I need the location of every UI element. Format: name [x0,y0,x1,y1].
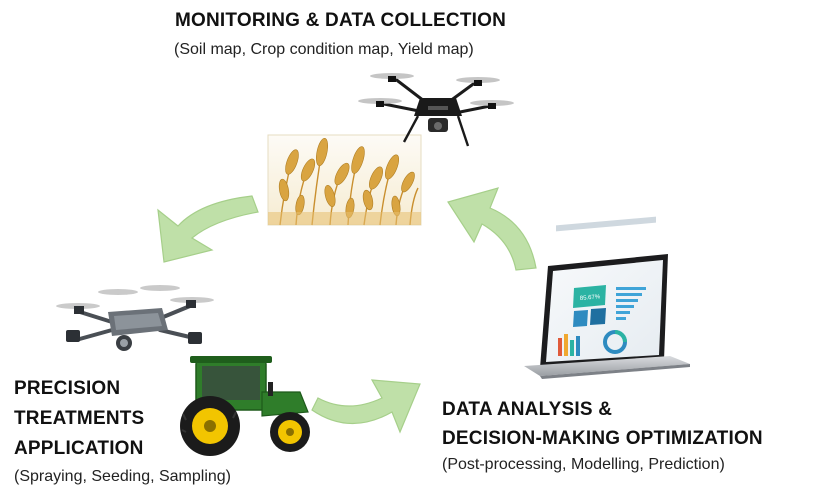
tractor-icon [180,356,310,456]
analysis-title-line-2: DECISION-MAKING OPTIMIZATION [442,428,763,449]
precision-title-line-2: TREATMENTS [14,408,145,429]
monitoring-title: MONITORING & DATA COLLECTION [175,10,507,31]
precision-title-line-3: APPLICATION [14,438,144,459]
screen-kpi-value: 85.67% [580,294,601,302]
analysis-subtitle: (Post-processing, Modelling, Prediction) [442,456,725,473]
arrow-bottom-right-icon [311,379,421,434]
laptop-dashboard-icon [524,216,690,379]
analysis-title-line-1: DATA ANALYSIS & [442,399,613,420]
quadcopter-drone-icon [358,73,514,147]
screen-kpi-tile [573,285,606,308]
monitoring-subtitle: (Soil map, Crop condition map, Yield map… [174,41,474,58]
foldable-drone-icon [56,285,214,351]
wheat-field-image [267,134,422,226]
arrow-top-left-icon [157,195,259,263]
precision-subtitle: (Spraying, Seeding, Sampling) [14,468,232,485]
arrow-right-up-icon [447,187,537,271]
precision-title-line-1: PRECISION [14,378,121,399]
